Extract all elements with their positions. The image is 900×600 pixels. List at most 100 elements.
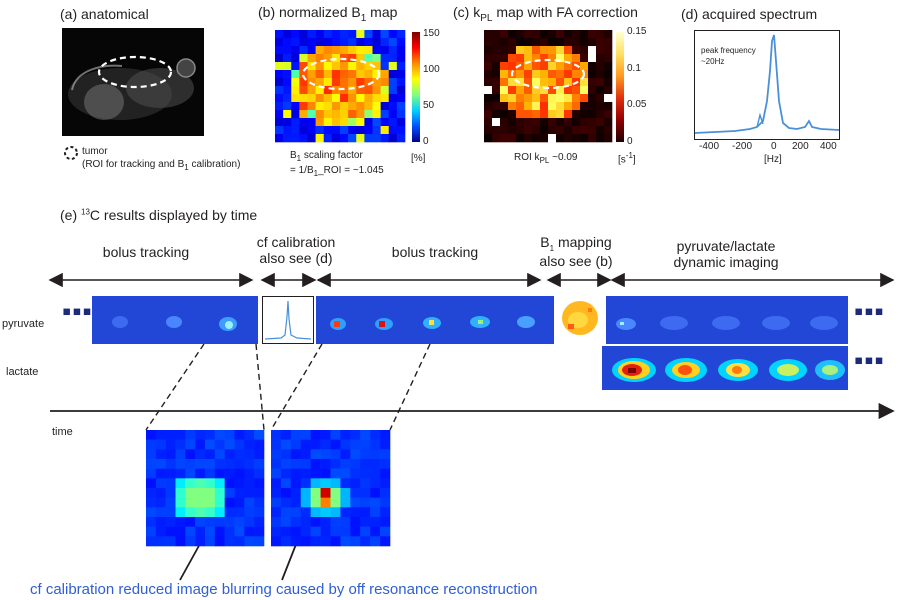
map-pixel xyxy=(214,468,225,479)
map-pixel xyxy=(588,78,597,87)
map-pixel xyxy=(360,517,371,527)
kpl-colorbar-tick-01: 0.1 xyxy=(627,63,641,74)
map-pixel xyxy=(540,94,549,103)
map-pixel xyxy=(291,110,300,119)
map-pixel xyxy=(323,102,333,111)
map-pixel xyxy=(540,38,549,47)
map-pixel xyxy=(604,134,613,143)
map-pixel xyxy=(604,110,613,119)
map-pixel xyxy=(283,54,292,63)
map-pixel xyxy=(380,517,391,527)
map-pixel xyxy=(254,497,265,508)
map-pixel xyxy=(500,30,509,39)
map-pixel xyxy=(214,439,225,450)
map-pixel xyxy=(331,102,341,111)
map-pixel xyxy=(388,94,398,103)
map-pixel xyxy=(360,507,371,518)
map-pixel xyxy=(596,134,605,143)
map-pixel xyxy=(388,54,398,63)
map-pixel xyxy=(548,86,557,95)
map-pixel xyxy=(380,449,391,460)
map-pixel xyxy=(185,459,196,469)
map-pixel xyxy=(195,449,206,460)
map-pixel xyxy=(492,126,501,135)
map-pixel xyxy=(350,526,361,537)
map-pixel xyxy=(532,78,541,87)
map-pixel xyxy=(524,86,533,95)
map-pixel xyxy=(290,488,302,498)
map-pixel xyxy=(146,459,157,469)
map-pixel xyxy=(588,126,597,135)
map-pixel xyxy=(205,430,216,440)
map-pixel xyxy=(330,536,341,547)
map-pixel xyxy=(604,86,613,95)
map-pixel xyxy=(388,110,398,119)
map-pixel xyxy=(214,459,225,469)
map-pixel xyxy=(556,70,565,79)
b1-colorbar-tick-150: 150 xyxy=(423,28,440,39)
map-pixel xyxy=(556,110,565,119)
map-pixel xyxy=(275,110,284,119)
map-pixel xyxy=(244,507,255,518)
map-pixel xyxy=(195,526,206,537)
map-pixel xyxy=(350,497,361,508)
map-pixel xyxy=(604,46,613,55)
b1-map-image xyxy=(275,30,406,143)
map-pixel xyxy=(224,497,235,508)
map-pixel xyxy=(524,134,533,143)
map-pixel xyxy=(508,38,517,47)
map-pixel xyxy=(540,30,549,39)
map-pixel xyxy=(572,38,581,47)
b1-colorbar-tick-0: 0 xyxy=(423,136,429,147)
map-pixel xyxy=(372,102,381,111)
map-pixel xyxy=(185,488,196,498)
map-pixel xyxy=(290,439,302,450)
map-pixel xyxy=(388,70,398,79)
map-pixel xyxy=(372,78,381,87)
map-pixel xyxy=(310,497,321,508)
map-pixel xyxy=(234,468,245,479)
map-pixel xyxy=(370,517,381,527)
map-pixel xyxy=(604,62,613,71)
map-pixel xyxy=(396,46,406,55)
map-pixel xyxy=(275,78,284,87)
map-pixel xyxy=(564,62,573,71)
map-pixel xyxy=(275,46,284,55)
map-pixel xyxy=(224,459,235,469)
map-pixel xyxy=(340,94,349,103)
map-pixel xyxy=(370,430,381,440)
map-pixel xyxy=(300,459,311,469)
map-pixel xyxy=(271,459,282,469)
map-pixel xyxy=(320,517,331,527)
map-pixel xyxy=(396,78,406,87)
map-pixel xyxy=(370,507,381,518)
spectrum-tick-400: 400 xyxy=(820,141,837,152)
map-pixel xyxy=(484,78,493,87)
map-pixel xyxy=(380,62,390,71)
map-pixel xyxy=(508,102,517,111)
map-pixel xyxy=(388,30,398,39)
map-pixel xyxy=(540,110,549,119)
spectrum-tick-0: 0 xyxy=(771,141,777,152)
map-pixel xyxy=(185,478,196,489)
map-pixel xyxy=(388,126,398,135)
map-pixel xyxy=(572,54,581,63)
map-pixel xyxy=(356,126,365,135)
map-pixel xyxy=(290,536,302,547)
map-pixel xyxy=(205,536,216,547)
map-pixel xyxy=(596,54,605,63)
b1-colorbar-unit: [%] xyxy=(411,153,426,164)
map-pixel xyxy=(214,449,225,460)
spectrum-tick-200: 200 xyxy=(792,141,809,152)
map-pixel xyxy=(331,110,341,119)
map-pixel xyxy=(155,449,166,460)
map-pixel xyxy=(146,430,157,440)
map-pixel xyxy=(320,468,331,479)
map-pixel xyxy=(320,430,331,440)
map-pixel xyxy=(516,102,525,111)
map-pixel xyxy=(224,449,235,460)
map-pixel xyxy=(300,507,311,518)
map-pixel xyxy=(146,507,157,518)
map-pixel xyxy=(280,468,292,479)
map-pixel xyxy=(280,459,292,469)
